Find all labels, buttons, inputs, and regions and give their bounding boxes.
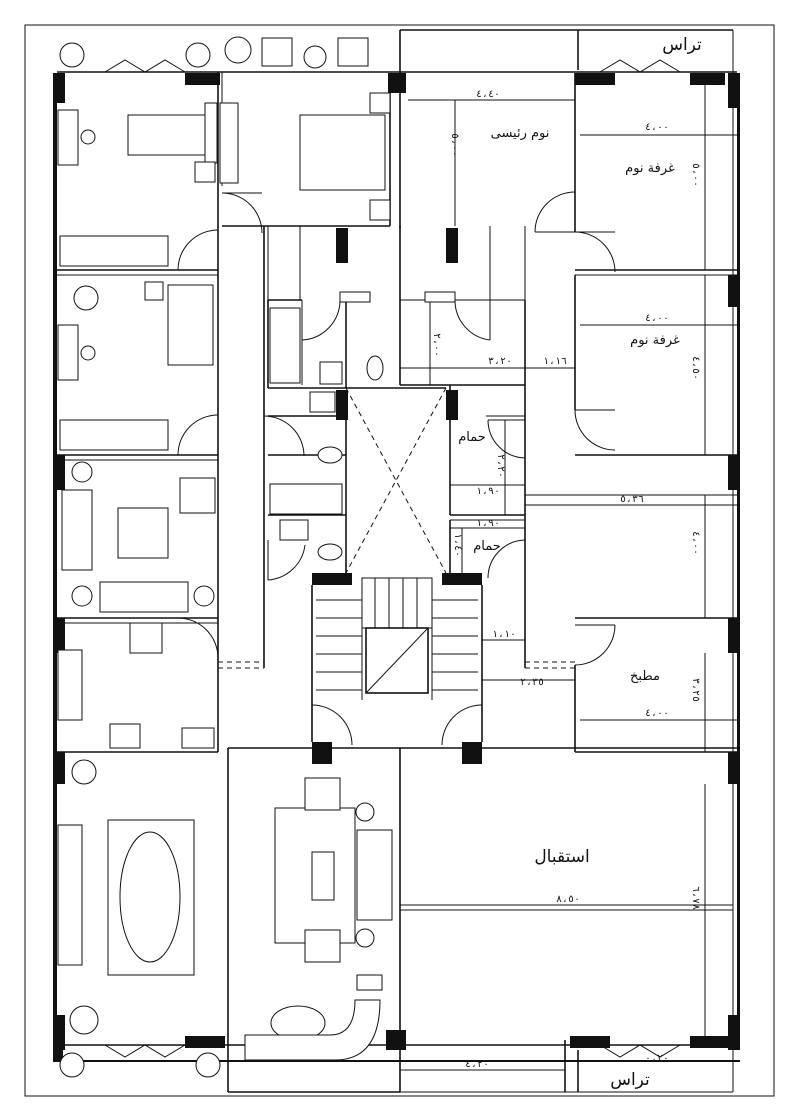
- label-bedroom-1: غرفة نوم: [625, 161, 675, 176]
- doors: [177, 191, 616, 746]
- stove-icon: [109, 723, 141, 749]
- dim-terrace-gap: ٠،٢٠: [645, 1053, 669, 1064]
- armchair-icon: [261, 37, 293, 67]
- label-terrace-top: تراس: [662, 35, 702, 55]
- label-bathroom-2: حمام: [473, 539, 501, 554]
- plant-icon: [69, 1005, 99, 1035]
- dim-master-height: ٥،٠٠: [449, 133, 460, 157]
- bathtub-icon: [269, 483, 343, 515]
- dim-reception-width: ٨،٥٠: [556, 894, 580, 905]
- sink-icon: [279, 519, 309, 541]
- dim-bedroom2-height: ٤،٥٠: [690, 356, 701, 380]
- plant-icon: [224, 36, 252, 64]
- dim-kitchen-height: ٣،٢٥: [690, 678, 701, 702]
- room-labels: تراس نوم رئيسى غرفة نوم غرفة نوم حمام حم…: [458, 35, 702, 1090]
- furniture: [57, 37, 456, 1061]
- dim-corridor-gap: ١،١٦: [543, 356, 567, 367]
- label-terrace-bottom: تراس: [610, 1070, 650, 1090]
- sink-icon: [309, 391, 336, 413]
- dimension-labels: ٤،٤٠ ٥،٠٠ ٤،٠٠ ٥،٠٠ ٤،٠٠ ٤،٥٠ ٢،٠٠ ٣،٢٠ …: [431, 89, 701, 1070]
- toilet-icon: [366, 355, 384, 381]
- sofa-icon: [61, 489, 93, 571]
- plants: [59, 36, 252, 1078]
- label-kitchen: مطبخ: [630, 669, 660, 684]
- label-bathroom-1: حمام: [458, 430, 486, 445]
- sink-icon: [57, 649, 83, 721]
- toilet-icon: [317, 543, 343, 561]
- plant-icon: [59, 1052, 85, 1078]
- armchair-icon: [337, 37, 369, 67]
- interior-walls: [57, 72, 737, 1093]
- bed-icon: [299, 114, 386, 191]
- bathtub-icon: [269, 307, 301, 384]
- armchair-icon: [304, 777, 341, 811]
- dim-master-width: ٤،٤٠: [476, 89, 500, 100]
- label-reception: استقبال: [534, 847, 589, 867]
- wardrobe-icon: [59, 235, 169, 267]
- dim-kitchen-offset: ٢،٣٥: [520, 677, 544, 688]
- bed-icon: [127, 114, 211, 156]
- stairs: [316, 577, 478, 700]
- windows: [104, 59, 681, 1058]
- dim-terrace-width: ٤،٢٠: [465, 1059, 489, 1070]
- dim-kitchen-width: ٤،٠٠: [645, 708, 669, 719]
- plant-icon: [73, 285, 99, 311]
- columns: [53, 73, 740, 1060]
- dim-stair-gap: ١،١٠: [492, 629, 516, 640]
- dim-middle-width: ٥،٣٦: [620, 494, 644, 505]
- coffee-table-icon: [117, 507, 169, 559]
- dim-bedroom1-height: ٥،٠٠: [690, 163, 701, 187]
- sofa-icon: [244, 999, 381, 1061]
- label-master-bedroom: نوم رئيسى: [491, 126, 550, 141]
- plant-icon: [185, 42, 211, 68]
- dim-bedroom1-width: ٤،٠٠: [645, 122, 669, 133]
- dim-corridor-width: ٣،٢٠: [488, 356, 512, 367]
- dim-corridor-height: ٢،٠٠: [431, 333, 442, 357]
- dim-bath2-width: ١،٩٠: [476, 518, 500, 529]
- armchair-icon: [179, 477, 216, 514]
- sofa-icon: [356, 829, 393, 921]
- plant-icon: [71, 759, 97, 785]
- dim-reception-height: ٦،٧٨: [690, 886, 701, 910]
- plant-icon: [195, 1052, 221, 1078]
- dim-bath1-height: ٢،٢٠: [495, 454, 506, 478]
- dim-middle-height: ٤،٠٠: [690, 531, 701, 555]
- dim-bath1-width: ١،٩٠: [476, 486, 500, 497]
- dimension-lines: [400, 85, 737, 1071]
- wardrobe-icon: [59, 419, 169, 451]
- drawing-frame: [24, 24, 775, 1097]
- bed-icon: [167, 284, 214, 366]
- plant-icon: [59, 42, 85, 68]
- label-bedroom-2: غرفة نوم: [630, 333, 680, 348]
- exterior-walls: [53, 29, 740, 1093]
- dim-bath2-height: ١،٤٠: [452, 533, 463, 557]
- armchair-icon: [304, 929, 341, 963]
- sofa-icon: [99, 581, 189, 613]
- toilet-icon: [319, 361, 343, 385]
- dim-bedroom2-width: ٤،٠٠: [645, 313, 669, 324]
- toilet-icon: [317, 446, 343, 464]
